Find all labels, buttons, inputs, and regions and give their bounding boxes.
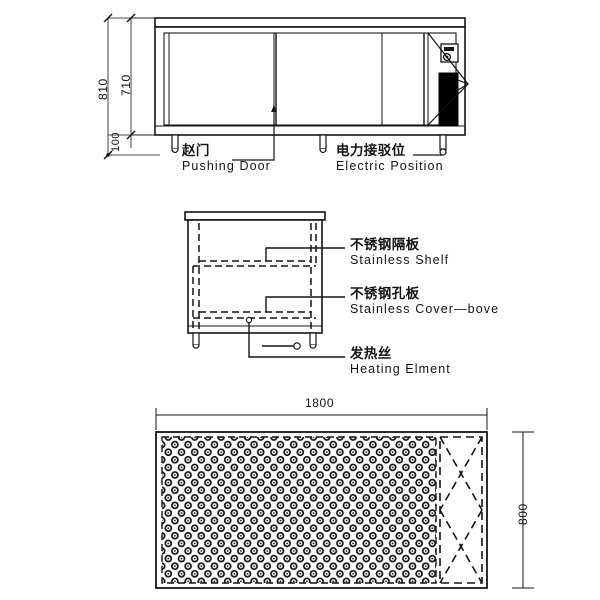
callout-stainless-cover-en: Stainless Cover—bove bbox=[350, 302, 500, 317]
callout-stainless-cover-cn: 不锈钢孔板 bbox=[350, 286, 420, 301]
dim-dot bbox=[106, 153, 110, 157]
callout-heating-element: 发热丝 Heating Elment bbox=[350, 346, 451, 377]
electric-position-leader bbox=[413, 148, 447, 156]
callout-stainless-shelf: 不锈钢隔板 Stainless Shelf bbox=[350, 237, 450, 268]
callout-electric-position-en: Electric Position bbox=[336, 159, 444, 174]
side-top-slab bbox=[184, 211, 326, 221]
plan-view bbox=[155, 408, 534, 589]
callout-pushing-door: 赵门 Pushing Door bbox=[182, 143, 271, 174]
heating-element-leader bbox=[245, 316, 345, 358]
callout-stainless-cover: 不锈钢孔板 Stainless Cover—bove bbox=[350, 286, 500, 317]
plan-width-dimension bbox=[155, 408, 488, 430]
callout-heating-element-cn: 发热丝 bbox=[350, 346, 392, 361]
perforated-panel bbox=[162, 437, 436, 583]
electric-leader-lines bbox=[427, 32, 469, 126]
cabinet-top-slab bbox=[154, 17, 466, 28]
control-display bbox=[444, 47, 454, 51]
stainless-cover-leader bbox=[265, 296, 345, 312]
control-knob[interactable] bbox=[442, 52, 452, 62]
stainless-shelf-leader bbox=[265, 247, 345, 261]
side-legs bbox=[192, 332, 317, 349]
callout-pushing-door-cn: 赵门 bbox=[182, 143, 210, 158]
dim-leg-height: 100 bbox=[110, 131, 122, 152]
sliding-door-right[interactable] bbox=[273, 32, 383, 126]
callout-heating-element-en: Heating Elment bbox=[350, 362, 451, 377]
dim-overall-height: 810 bbox=[96, 78, 110, 100]
perforated-panel-boundary bbox=[161, 436, 437, 584]
callout-electric-position: 电力接驳位 Electric Position bbox=[336, 143, 444, 174]
dim-plan-depth: 800 bbox=[516, 503, 530, 525]
callout-electric-position-cn: 电力接驳位 bbox=[336, 143, 406, 158]
pushing-door-leader bbox=[232, 105, 277, 161]
plan-depth-dimension bbox=[512, 431, 534, 589]
side-hidden-lines bbox=[192, 223, 317, 331]
front-dimension-lines bbox=[107, 17, 163, 156]
callout-pushing-door-en: Pushing Door bbox=[182, 159, 271, 174]
dim-body-height: 710 bbox=[119, 74, 133, 96]
callout-stainless-shelf-en: Stainless Shelf bbox=[350, 253, 450, 268]
side-body-outline bbox=[187, 219, 323, 334]
heating-element-block bbox=[438, 72, 459, 127]
side-section-view bbox=[184, 211, 345, 358]
dim-plan-width: 1800 bbox=[305, 396, 335, 410]
callout-stainless-shelf-cn: 不锈钢隔板 bbox=[350, 237, 420, 252]
front-elevation-view bbox=[103, 13, 469, 161]
sliding-door-left[interactable] bbox=[168, 32, 275, 126]
cross-brace bbox=[439, 436, 483, 584]
